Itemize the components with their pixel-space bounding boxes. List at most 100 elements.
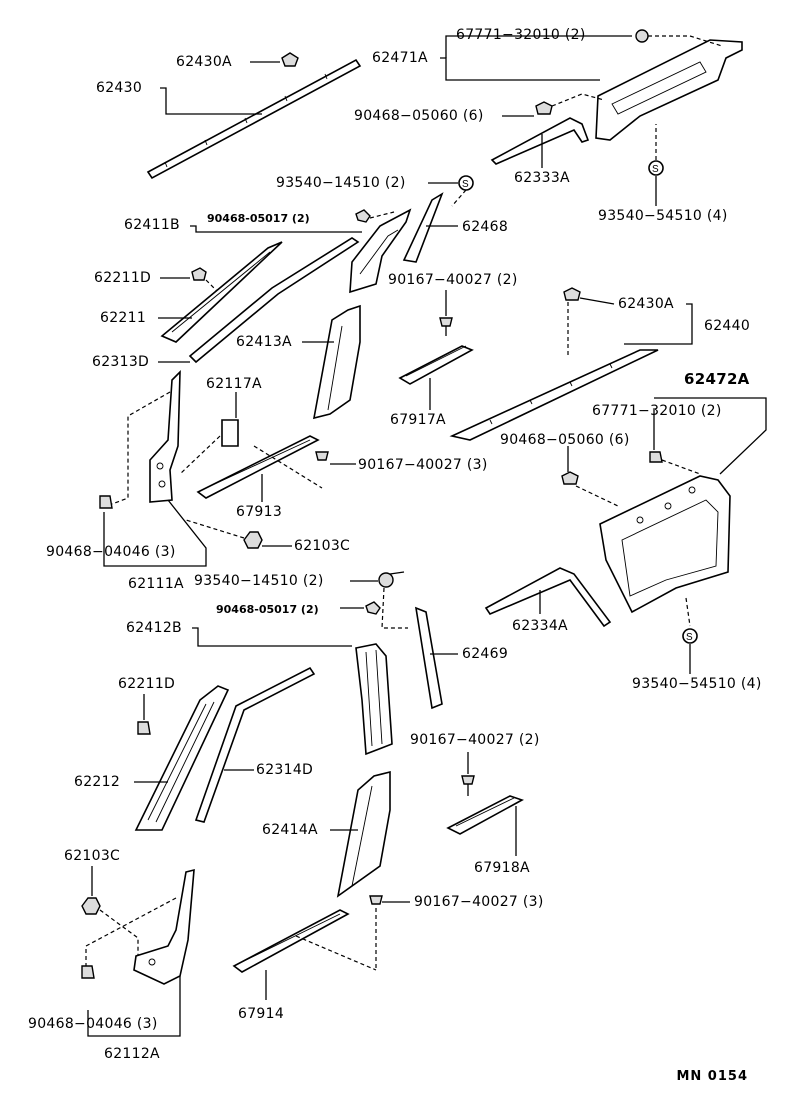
part-62212-garnish xyxy=(134,685,230,831)
label-62413A: 62413A xyxy=(236,334,292,350)
part-62469 xyxy=(414,606,443,710)
part-62430-roof-rail xyxy=(146,58,362,180)
label-62103C-b: 62103C xyxy=(64,848,121,864)
screw-93540-14510-mid xyxy=(378,571,405,588)
label-90468-04046-top: 90468−04046 (3) xyxy=(46,544,176,560)
label-90167-40027-d: 90167−40027 (3) xyxy=(414,894,544,910)
label-62440: 62440 xyxy=(704,318,751,334)
label-90167-40027-a: 90167−40027 (2) xyxy=(388,272,518,288)
label-90468-05060-mid: 90468−05060 (6) xyxy=(500,432,630,448)
part-67918A-scuff xyxy=(446,795,524,835)
dash-90468-05017-top xyxy=(369,211,395,219)
clip-90468-04046-b xyxy=(81,965,95,979)
screw-90167-40027-d xyxy=(369,895,383,905)
part-62334A-weatherstrip xyxy=(484,567,612,628)
dash-93540-14510-mid xyxy=(381,587,408,629)
label-93540-54510-top: 93540−54510 (4) xyxy=(598,208,728,224)
leader-62111A xyxy=(103,499,207,567)
clip-62430A xyxy=(281,52,299,67)
leader-62440 xyxy=(624,303,693,345)
dash-93540-54510-mid xyxy=(685,597,691,627)
label-93540-54510-mid: 93540−54510 (4) xyxy=(632,676,762,692)
dash-90468-05060-mid xyxy=(575,485,619,507)
clip-90468-05060-top xyxy=(535,101,553,115)
dash-67914 xyxy=(295,935,377,971)
part-62314D-weatherstrip xyxy=(194,666,316,823)
clip-90468-05060-mid xyxy=(561,471,579,485)
label-90167-40027-b: 90167−40027 (3) xyxy=(358,457,488,473)
leader-62471A xyxy=(440,57,600,81)
label-62211D: 62211D xyxy=(94,270,152,286)
dash-90468-05060-top xyxy=(551,93,605,107)
label-62212: 62212 xyxy=(74,774,121,790)
svg-text:S: S xyxy=(462,179,469,190)
label-62111A: 62111A xyxy=(128,576,184,592)
clip-62211D xyxy=(191,267,207,281)
label-62468: 62468 xyxy=(462,219,509,235)
dash-93540-14510-top xyxy=(451,189,467,207)
label-62211D-b: 62211D xyxy=(118,676,176,692)
part-62472A-quarter-trim xyxy=(599,475,731,614)
screw-93540-54510-mid: S xyxy=(682,628,698,644)
clip-62430A-mid xyxy=(563,287,581,301)
svg-text:S: S xyxy=(652,164,659,175)
part-62468 xyxy=(402,192,444,263)
part-62440-roof-rail xyxy=(449,349,659,441)
label-67771-mid: 67771−32010 (2) xyxy=(592,403,722,419)
label-62469: 62469 xyxy=(462,646,509,662)
dash-67771-mid xyxy=(661,459,701,475)
part-62471A-quarter-trim xyxy=(595,39,743,141)
part-62414A-pillar xyxy=(336,770,391,898)
clip-62211D-b xyxy=(137,721,151,735)
label-90468-05017-top: 90468-05017 (2) xyxy=(207,212,310,225)
label-62430A-mid: 62430A xyxy=(618,296,674,312)
label-62412B: 62412B xyxy=(126,620,182,636)
label-62471A: 62471A xyxy=(372,50,428,66)
label-62334A: 62334A xyxy=(512,618,568,634)
part-62117A-bracket xyxy=(221,419,239,447)
part-62111A-pillar xyxy=(149,370,181,503)
label-90468-05060-top: 90468−05060 (6) xyxy=(354,108,484,124)
grommet-62103C-b xyxy=(81,897,101,915)
label-67913: 67913 xyxy=(236,504,283,520)
label-62411B: 62411B xyxy=(124,217,180,233)
clip-90468-05017-top xyxy=(355,209,371,223)
part-62333A-weatherstrip xyxy=(490,117,590,165)
label-62333A: 62333A xyxy=(514,170,570,186)
leader-62412B xyxy=(192,627,352,647)
leader-62411B xyxy=(190,225,362,233)
grommet-62103C-top xyxy=(243,531,263,549)
label-90468-05017-mid: 90468-05017 (2) xyxy=(216,603,319,616)
label-90167-40027-c: 90167−40027 (2) xyxy=(410,732,540,748)
label-62430A-top: 62430A xyxy=(176,54,232,70)
part-62211-garnish xyxy=(160,241,283,343)
clip-67771-mid xyxy=(649,451,663,463)
label-93540-14510-top: 93540−14510 (2) xyxy=(276,175,406,191)
part-67914-scuff xyxy=(232,909,350,973)
label-62314D: 62314D xyxy=(256,762,314,778)
dash-62103C-b xyxy=(99,909,139,962)
screw-90167-40027-c xyxy=(461,775,475,796)
part-67913-scuff xyxy=(196,435,320,499)
label-62472A: 62472A xyxy=(684,370,750,388)
clip-90468-04046-top xyxy=(99,495,113,509)
part-62413A-pillar xyxy=(312,304,361,420)
part-67917A-scuff xyxy=(398,345,474,385)
dash-62103C-top xyxy=(185,519,245,539)
dash-62112A xyxy=(85,897,177,966)
part-62412B-pillar xyxy=(355,643,393,756)
dash-67771-top xyxy=(648,35,723,47)
part-62112A-pillar xyxy=(133,868,195,985)
label-67771-top: 67771−32010 (2) xyxy=(456,27,586,43)
label-62430: 62430 xyxy=(96,80,143,96)
label-67914: 67914 xyxy=(238,1006,285,1022)
label-93540-14510-mid: 93540−14510 (2) xyxy=(194,573,324,589)
clip-67771-top xyxy=(635,29,649,43)
label-62313D: 62313D xyxy=(92,354,150,370)
dash-67913 xyxy=(253,445,323,489)
label-90468-04046-b: 90468−04046 (3) xyxy=(28,1016,158,1032)
screw-93540-14510-top: S xyxy=(458,175,474,191)
leader-67771-top xyxy=(445,35,632,58)
svg-text:S: S xyxy=(686,632,693,643)
